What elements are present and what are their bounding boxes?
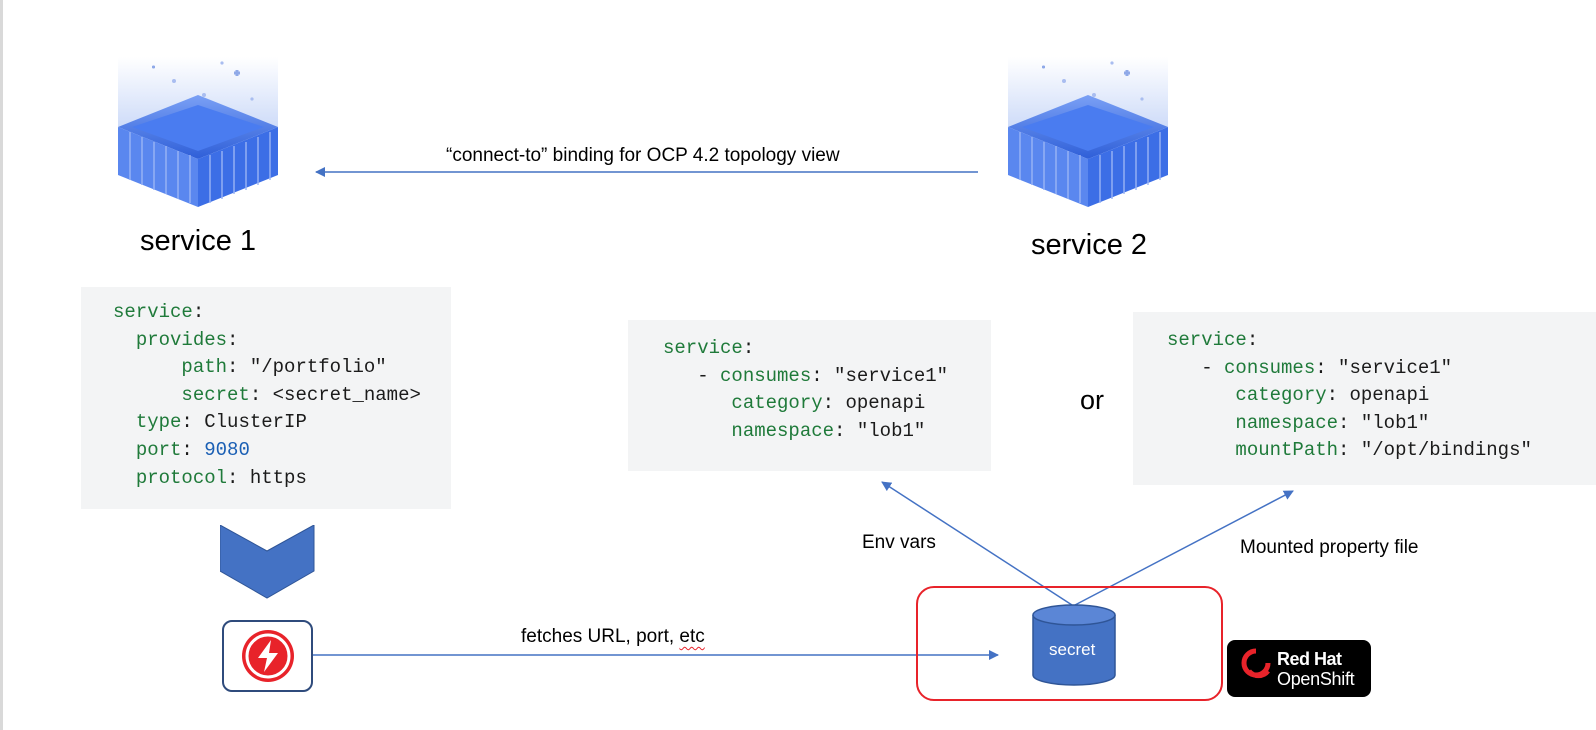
yaml-value: "/portfolio" — [249, 356, 387, 379]
yaml-value: "/opt/bindings" — [1360, 439, 1532, 462]
fetch-label-etc: etc — [679, 626, 705, 647]
yaml-key: namespace — [1235, 411, 1339, 434]
connect-to-binding-label: “connect-to” binding for OCP 4.2 topolog… — [446, 145, 840, 166]
quarkus-icon — [242, 630, 294, 682]
yaml-value: "service1" — [834, 364, 949, 387]
yaml-value: ClusterIP — [204, 411, 307, 434]
quarkus-app-box — [222, 620, 313, 692]
yaml-key: secret — [181, 383, 250, 406]
yaml-value: "lob1" — [1360, 411, 1430, 434]
database-cylinder-icon — [1032, 604, 1116, 686]
service-cube-icon — [118, 57, 278, 207]
env-vars-label: Env vars — [862, 532, 936, 553]
yaml-key: category — [1235, 384, 1327, 407]
yaml-value: https — [249, 466, 307, 489]
consumer-mount-yaml-block: service: - consumes: "service1" category… — [1133, 312, 1596, 485]
fetch-label-text: fetches URL, port, — [521, 626, 680, 647]
openshift-logo-line2: OpenShift — [1277, 669, 1355, 689]
chevron-down-icon — [220, 525, 315, 599]
yaml-key: provides — [135, 328, 228, 351]
mounted-property-file-label: Mounted property file — [1240, 537, 1419, 558]
yaml-key: consumes — [1224, 356, 1316, 379]
yaml-key: consumes — [720, 364, 812, 387]
service-1-label: service 1 — [140, 225, 257, 257]
yaml-key: namespace — [731, 419, 835, 442]
service-cube-icon — [1008, 57, 1168, 207]
yaml-key: service — [113, 301, 193, 323]
left-border — [0, 0, 3, 730]
yaml-key: path — [181, 356, 228, 379]
provider-yaml-block: service: provides: path: "/portfolio" se… — [81, 287, 451, 509]
yaml-value: "service1" — [1338, 356, 1453, 379]
service-2-label: service 2 — [1031, 229, 1148, 261]
yaml-value: <secret_name> — [272, 383, 421, 406]
redhat-logo-icon — [1241, 648, 1271, 679]
yaml-key: type — [135, 411, 182, 434]
openshift-logo: Red Hat OpenShift — [1227, 640, 1371, 697]
consumer-env-yaml-block: service: - consumes: "service1" category… — [628, 320, 991, 471]
yaml-key: category — [731, 392, 823, 415]
secret-container-box — [916, 586, 1223, 701]
yaml-value: openapi — [1349, 384, 1430, 407]
yaml-key: protocol — [135, 466, 228, 489]
or-label: or — [1080, 385, 1105, 415]
yaml-value: "lob1" — [856, 419, 926, 442]
secret-label: secret — [1049, 640, 1096, 659]
env-vars-arrow — [881, 481, 1073, 606]
yaml-key: service — [1167, 329, 1247, 351]
yaml-value: 9080 — [204, 438, 250, 461]
yaml-key: service — [663, 337, 743, 359]
yaml-key: port — [135, 438, 182, 461]
yaml-value: openapi — [845, 392, 926, 415]
yaml-key: mountPath — [1235, 439, 1339, 462]
openshift-logo-line1: Red Hat — [1277, 649, 1342, 669]
fetch-label: fetches URL, port, etc — [521, 626, 705, 648]
